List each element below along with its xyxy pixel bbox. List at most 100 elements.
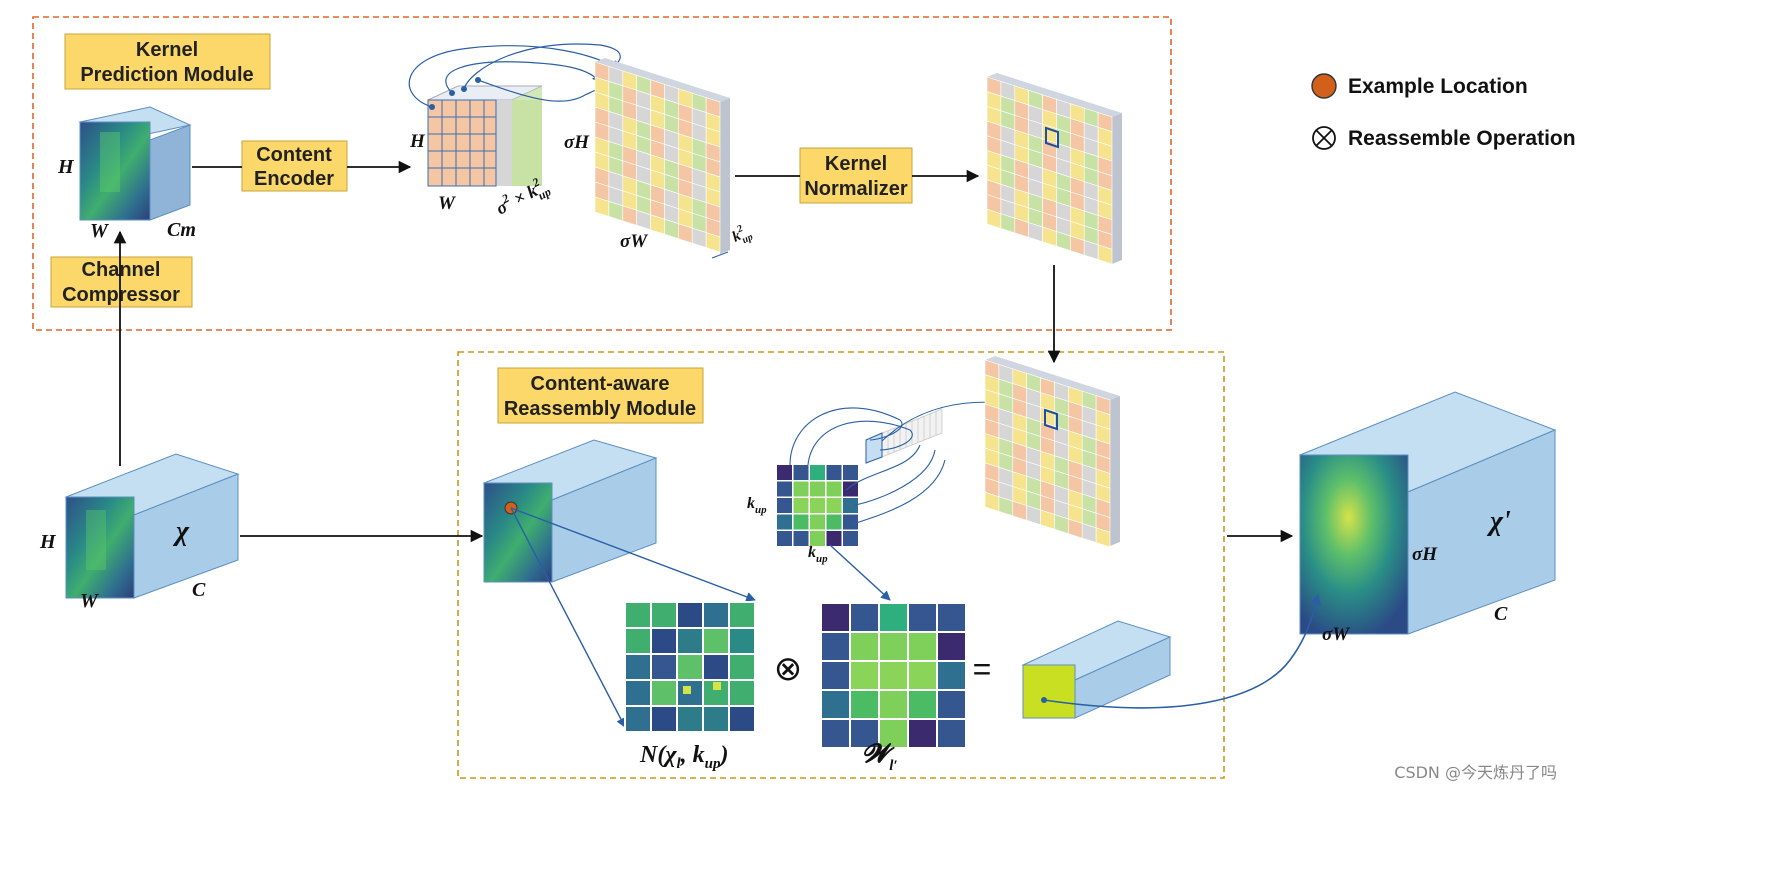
- label-sigmaH-upper: σH: [564, 132, 590, 153]
- small-kernel-cell: [826, 498, 842, 513]
- patch-cell: [728, 653, 756, 681]
- small-kernel-cell: [826, 514, 842, 530]
- label-C-output: C: [1494, 603, 1508, 625]
- kernel-normalizer-label: Kernel Normalizer: [799, 147, 913, 204]
- small-kernel-cell: [793, 531, 809, 546]
- small-kernel-cell: [810, 481, 825, 497]
- svg-text:Encoder: Encoder: [254, 168, 334, 190]
- small-kernel-cell: [843, 514, 858, 530]
- small-kernel-cell: [793, 465, 809, 480]
- small-kernel-cell: [777, 514, 792, 530]
- arrow-column-to-output: [1043, 593, 1322, 709]
- patch-cell: [728, 601, 756, 629]
- channel-compressor-label: Channel Compressor: [50, 256, 193, 308]
- legend: Example Location Reassemble Operation: [1311, 73, 1576, 150]
- label-sigmaH-output: σH: [1412, 544, 1438, 565]
- small-kernel-cell: [826, 481, 842, 497]
- small-kernel-grid: [777, 465, 858, 546]
- small-kernel-cell: [826, 531, 842, 546]
- example-location-icon: [1311, 73, 1337, 99]
- label-H-input: H: [39, 531, 57, 553]
- output-feature-cube: [1298, 391, 1557, 635]
- patch-cell: [624, 627, 652, 655]
- kernel-cell: [822, 662, 849, 689]
- patch-cell: [702, 601, 730, 629]
- kernel-cell: [822, 633, 849, 660]
- svg-text:k2up: k2up: [729, 221, 755, 249]
- svg-text:Content: Content: [256, 144, 332, 166]
- legend-example-location: Example Location: [1348, 75, 1528, 98]
- reshape-curves: [408, 43, 621, 108]
- patch-cell: [650, 653, 678, 681]
- small-kernel-cell: [843, 498, 858, 513]
- small-kernel-cell: [826, 465, 842, 480]
- svg-text:N(χl, kup): N(χl, kup): [639, 742, 729, 772]
- kernel-cell: [909, 662, 936, 689]
- reassemble-operator: ⊗: [774, 650, 803, 688]
- label-sigmaW-upper: σW: [620, 231, 648, 252]
- patch-cell: [650, 679, 678, 707]
- reshaped-kernel-map: [594, 58, 730, 254]
- patch-cell: [624, 679, 652, 707]
- check-cell: [705, 232, 721, 253]
- label-kup-left: kup: [747, 495, 767, 516]
- kernel-vector-stack: [865, 408, 943, 464]
- depth-tick: [711, 251, 729, 259]
- label-W-grid: W: [438, 193, 456, 214]
- patch-cell: [650, 705, 678, 733]
- patch-cell: [650, 627, 678, 655]
- patch-cell: [624, 705, 652, 733]
- arrow-location-to-patch-a: [510, 507, 756, 602]
- patch-cell: [728, 627, 756, 655]
- small-kernel-cell: [777, 531, 792, 546]
- patch-cell: [650, 601, 678, 629]
- kernel-cell: [909, 604, 936, 631]
- small-kernel-cell: [843, 465, 858, 480]
- patch-cell: [676, 705, 704, 733]
- small-kernel-cell: [793, 481, 809, 497]
- kernel-prediction-module-label: Kernel Prediction Module: [64, 33, 271, 90]
- input-feature-cube: [64, 453, 240, 599]
- kernel-cell: [851, 691, 878, 718]
- kernel-cell: [880, 633, 907, 660]
- small-kernel-cell: [793, 498, 809, 513]
- label-H-grid: H: [409, 131, 426, 152]
- watermark: CSDN @今天炼丹了吗: [1394, 763, 1557, 782]
- small-kernel-cell: [810, 531, 825, 546]
- kernel-cell: [880, 691, 907, 718]
- small-kernel-cell: [810, 498, 825, 513]
- label-Cm: Cm: [167, 219, 196, 241]
- kernel-cell: [909, 633, 936, 660]
- patch-cell: [728, 705, 756, 733]
- kernel-prediction-frame: [32, 16, 1172, 331]
- equals-sign: =: [973, 651, 992, 687]
- kernel-cell: [851, 633, 878, 660]
- patch-highlight: [683, 686, 691, 694]
- kernel-cell: [909, 720, 936, 747]
- kernel-cell: [822, 691, 849, 718]
- kernel-cell: [822, 604, 849, 631]
- kernel-cell: [938, 633, 965, 660]
- svg-text:Kernel: Kernel: [136, 39, 198, 61]
- arrow-small-kernel-to-W: [829, 544, 891, 601]
- patch-cell: [702, 627, 730, 655]
- label-C-input: C: [192, 579, 206, 601]
- label-kup-bottom: kup: [808, 544, 828, 565]
- normalized-kernel-map-lower: [984, 356, 1120, 548]
- small-kernel-cell: [810, 514, 825, 530]
- small-kernel-cell: [777, 498, 792, 513]
- output-column: [1021, 620, 1172, 719]
- svg-text:Channel: Channel: [82, 259, 161, 281]
- small-kernel-cell: [793, 514, 809, 530]
- kernel-cell: [938, 662, 965, 689]
- check-cell: [1095, 527, 1111, 548]
- label-chi-prime: χ': [1486, 506, 1511, 537]
- arrow-location-to-patch-b: [510, 507, 626, 728]
- kernel-cell: [909, 691, 936, 718]
- normalized-kernel-map: [986, 73, 1122, 265]
- patch-cell: [624, 601, 652, 629]
- patch-cell: [728, 679, 756, 707]
- label-chi: χ: [172, 516, 190, 547]
- patch-cell: [702, 653, 730, 681]
